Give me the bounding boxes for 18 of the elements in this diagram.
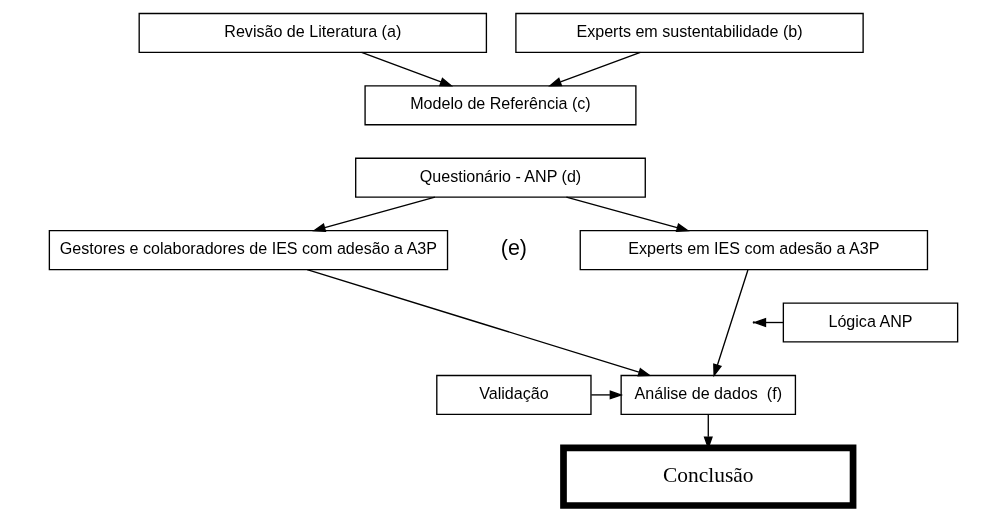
arrow <box>565 196 690 233</box>
node-box: Gestores e colaboradores de IES com adesão a A3P <box>48 230 448 271</box>
node-box: Validação <box>435 374 592 415</box>
node-box: Experts em sustentabilidade (b) <box>514 12 864 54</box>
arrow <box>311 196 436 233</box>
node-box: Modelo de Referência (c) <box>363 85 637 126</box>
arrow <box>305 268 651 377</box>
node-box: Questionário - ANP (d) <box>354 157 646 198</box>
node-box: Análise de dados (f) <box>619 374 796 415</box>
arrow <box>590 390 623 400</box>
node-box: Conclusão <box>559 444 856 509</box>
label: (e) <box>500 236 527 261</box>
arrow <box>360 51 453 87</box>
node-box: Experts em IES com adesão a A3P <box>579 230 928 271</box>
node-box: Revisão de Literatura (a) <box>138 12 487 54</box>
arrow <box>712 269 749 378</box>
arrow <box>547 51 641 87</box>
node-box: Lógica ANP <box>782 302 958 343</box>
